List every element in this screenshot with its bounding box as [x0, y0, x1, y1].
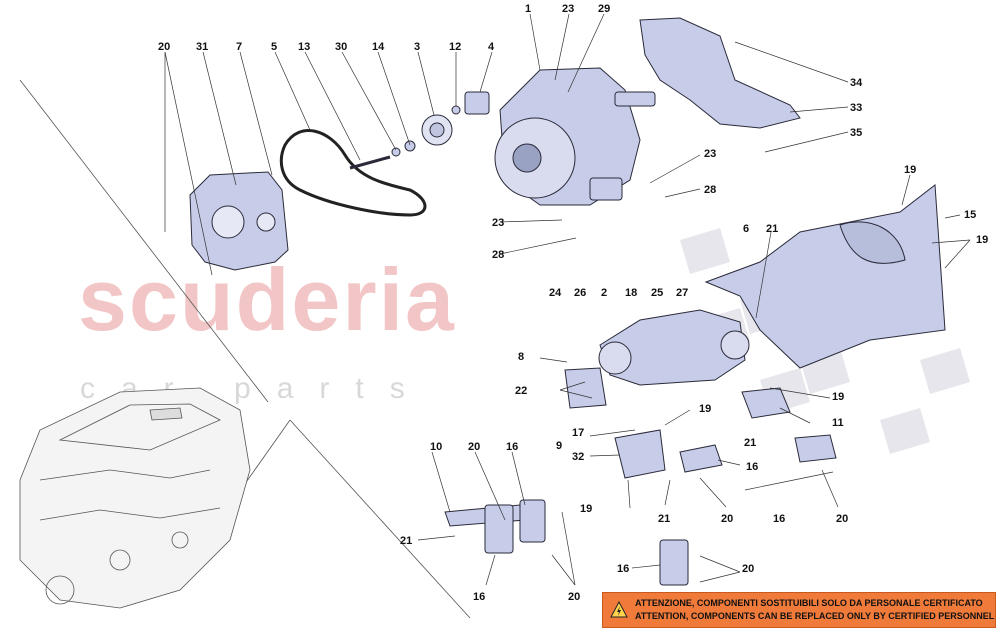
callout-1: 1: [525, 3, 531, 15]
overview-leader-line: [19, 79, 269, 403]
callout-20: 20: [836, 513, 848, 525]
callout-14: 14: [372, 41, 385, 53]
callout-19: 19: [580, 503, 592, 515]
callout-27: 27: [676, 287, 688, 299]
callout-22: 22: [515, 385, 527, 397]
callout-24: 24: [549, 287, 562, 299]
callout-23: 23: [704, 148, 716, 160]
callout-25: 25: [651, 287, 663, 299]
callout-16: 16: [473, 591, 485, 603]
callout-34: 34: [850, 77, 863, 89]
callout-labels: 1 23 29 20 31 7 5 13 30 14 3 12 4 34 33 …: [158, 3, 988, 603]
leader-lines: [164, 13, 971, 586]
heat-shield-lower: [704, 184, 946, 369]
warning-line-english: ATTENTION, COMPONENTS CAN BE REPLACED ON…: [635, 611, 995, 621]
callout-11: 11: [832, 417, 844, 429]
watermark-brand: scuderia: [78, 250, 456, 349]
callout-16: 16: [773, 513, 785, 525]
callout-20: 20: [568, 591, 580, 603]
drive-belt: [279, 129, 427, 217]
callout-23: 23: [562, 3, 574, 15]
callout-23: 23: [492, 217, 504, 229]
callout-35: 35: [850, 127, 862, 139]
callout-6: 6: [743, 223, 749, 235]
callout-17: 17: [572, 427, 584, 439]
callout-30: 30: [335, 41, 347, 53]
callout-21: 21: [400, 535, 412, 547]
certified-personnel-warning: ATTENZIONE, COMPONENTI SOSTITUIBILI SOLO…: [602, 592, 996, 628]
callout-10: 10: [430, 441, 442, 453]
callout-19: 19: [904, 164, 916, 176]
warning-text: ATTENZIONE, COMPONENTI SOSTITUIBILI SOLO…: [635, 597, 994, 623]
callout-32: 32: [572, 451, 584, 463]
timing-cover: [189, 171, 289, 271]
callout-21: 21: [658, 513, 670, 525]
starter-motor: [598, 309, 750, 386]
callout-20: 20: [721, 513, 733, 525]
tensioner-parts: [349, 91, 490, 170]
callout-15: 15: [964, 209, 976, 221]
callout-3: 3: [414, 41, 420, 53]
callout-26: 26: [574, 287, 586, 299]
callout-16: 16: [617, 563, 629, 575]
callout-21: 21: [766, 223, 778, 235]
alternator-unit: [494, 67, 656, 206]
callout-9: 9: [556, 440, 562, 452]
callout-29: 29: [598, 3, 610, 15]
callout-33: 33: [850, 102, 862, 114]
callout-20: 20: [468, 441, 480, 453]
callout-7: 7: [236, 41, 242, 53]
callout-20: 20: [158, 41, 170, 53]
callout-19: 19: [976, 234, 988, 246]
callout-28: 28: [704, 184, 716, 196]
callout-19: 19: [832, 391, 844, 403]
callout-19: 19: [699, 403, 711, 415]
heat-shield-upper: [639, 17, 801, 129]
callout-4: 4: [488, 41, 495, 53]
callout-31: 31: [196, 41, 208, 53]
callout-21: 21: [744, 437, 756, 449]
callout-20: 20: [742, 563, 754, 575]
warning-line-italian: ATTENZIONE, COMPONENTI SOSTITUIBILI SOLO…: [635, 598, 983, 608]
callout-5: 5: [271, 41, 277, 53]
callout-8: 8: [518, 351, 524, 363]
engine-overview-thumbnail: [19, 79, 471, 619]
callout-13: 13: [298, 41, 310, 53]
callout-16: 16: [506, 441, 518, 453]
callout-28: 28: [492, 249, 504, 261]
lightning-warning-icon: [603, 601, 635, 619]
callout-18: 18: [625, 287, 637, 299]
callout-16: 16: [746, 461, 758, 473]
callout-12: 12: [449, 41, 461, 53]
small-brackets: [444, 367, 837, 586]
callout-2: 2: [601, 287, 607, 299]
overview-leader-line-3: [289, 419, 471, 619]
